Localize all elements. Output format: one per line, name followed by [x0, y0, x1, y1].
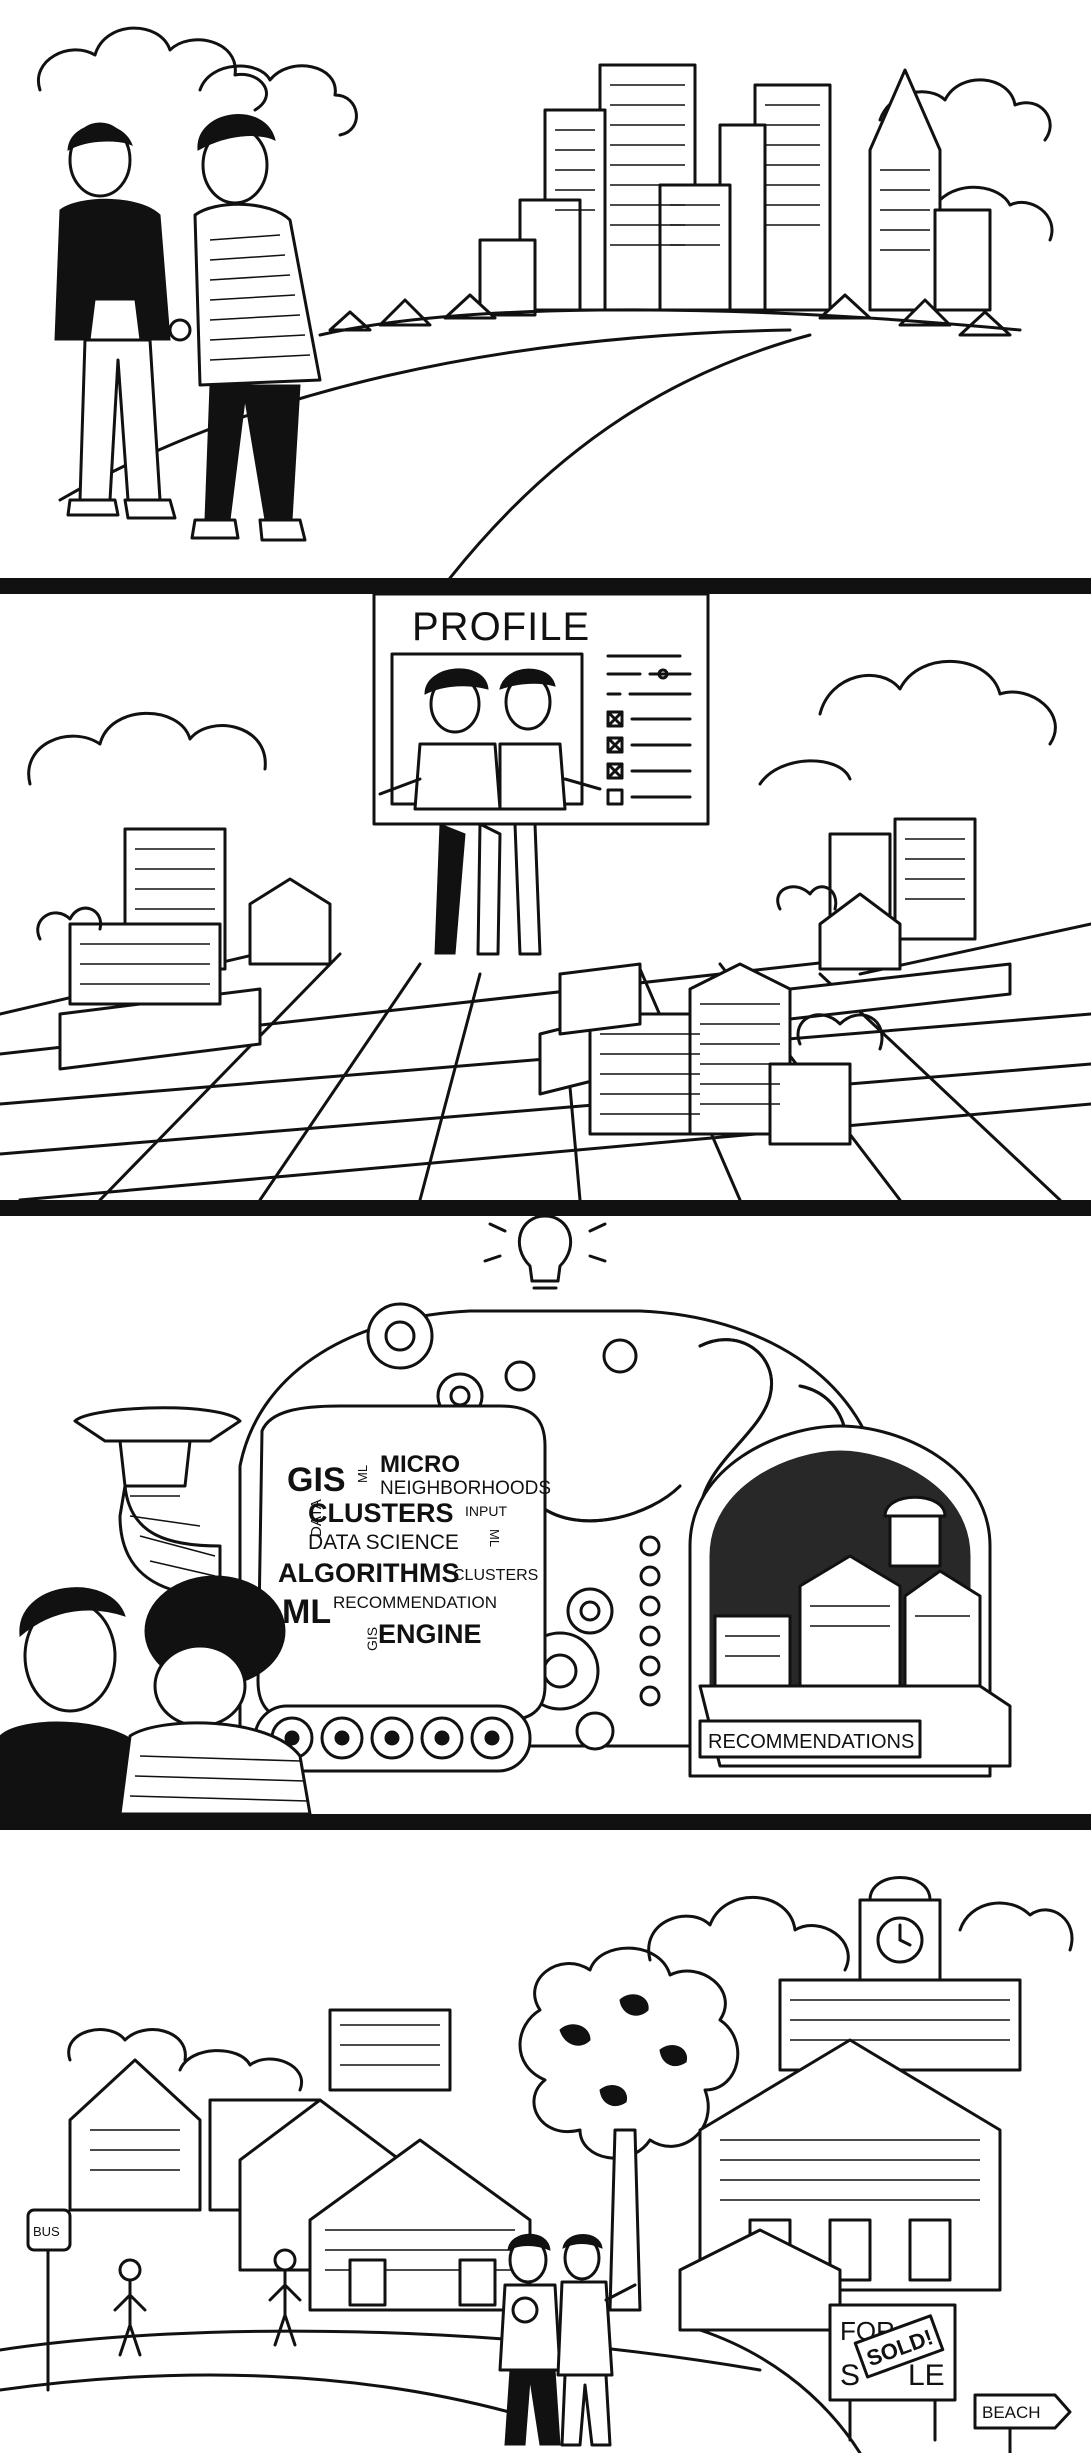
bulb-knobs: [639, 1535, 661, 1707]
for-sale-sign: FOR S LE SOLD!: [828, 2303, 957, 2442]
left-block-buildings: [36, 827, 332, 1071]
ground: [0, 2328, 862, 2453]
road: [58, 328, 812, 578]
word-clusters-2: CLUSTERS: [453, 1567, 538, 1584]
profile-map-scene: PROFILE: [0, 594, 1091, 1200]
for-sale-text-3: LE: [908, 2359, 945, 2392]
center-block-buildings: [538, 962, 884, 1146]
panel-couple-and-city: [0, 0, 1091, 578]
houses-left: [68, 2008, 532, 2312]
word-recommendation: RECOMMENDATION: [333, 1593, 497, 1612]
panel-divider-3: [0, 1814, 1091, 1830]
clouds: [67, 1895, 1074, 2092]
bus-label: BUS: [33, 2224, 60, 2239]
city-skyline: [318, 63, 1022, 337]
panel-neighborhood-sold: BUS: [0, 1830, 1091, 2453]
profile-title: PROFILE: [412, 605, 590, 649]
couple-walking: [54, 114, 322, 542]
panel-divider-2: [0, 1200, 1091, 1216]
engine-screen: GIS ML MICRO NEIGHBORHOODS DATA CLUSTERS…: [256, 1404, 551, 1723]
lightbulb-icon: [483, 1216, 607, 1290]
word-micro: MICRO: [380, 1451, 460, 1478]
for-sale-text-2: S: [840, 2359, 860, 2392]
gear-icons: [366, 1302, 638, 1751]
word-algorithms: ALGORITHMS: [278, 1558, 460, 1588]
panel-divider-1: [0, 578, 1091, 594]
right-block-buildings: [776, 817, 1012, 1021]
couple-with-baby: [498, 2233, 637, 2447]
word-gis-1: GIS: [287, 1461, 346, 1499]
word-data-science: DATA SCIENCE: [308, 1531, 459, 1554]
couple-watching: [0, 1575, 312, 1814]
word-engine: ENGINE: [378, 1619, 482, 1649]
word-input: INPUT: [465, 1503, 507, 1519]
town-hall: [678, 1876, 1022, 2332]
output-tunnel: RECOMMENDATIONS: [688, 1424, 1012, 1778]
clouds: [27, 659, 1057, 786]
beach-sign: BEACH: [973, 2393, 1072, 2453]
panel-profile-map: PROFILE: [0, 594, 1091, 1200]
pedestrians: [113, 2248, 302, 2357]
word-ml-3: ML: [282, 1593, 331, 1631]
word-neighborhoods: NEIGHBORHOODS: [380, 1478, 551, 1499]
neighborhood-scene: BUS: [0, 1876, 1074, 2453]
word-data-1: DATA: [308, 1499, 325, 1537]
profile-checklist: [606, 654, 692, 806]
word-ml-1: ML: [355, 1465, 370, 1483]
engine-scene: GIS ML MICRO NEIGHBORHOODS DATA CLUSTERS…: [0, 1216, 1012, 1814]
couple-holding-profile: [378, 668, 602, 956]
recommendations-label: RECOMMENDATIONS: [708, 1731, 914, 1753]
bus-stop-sign: BUS: [26, 2208, 72, 2392]
input-funnel: [73, 1406, 242, 1598]
beach-label: BEACH: [982, 2403, 1041, 2422]
panel-recommendation-engine: GIS ML MICRO NEIGHBORHOODS DATA CLUSTERS…: [0, 1216, 1091, 1814]
city-scene: [36, 26, 1054, 578]
word-ml-2: ML: [487, 1529, 502, 1547]
tree: [518, 1946, 740, 2312]
recommended-neighborhood: [713, 1495, 982, 1688]
word-clusters-1: CLUSTERS: [308, 1498, 454, 1528]
word-gis-2: GIS: [364, 1627, 380, 1651]
tank-treads: [253, 1704, 532, 1773]
